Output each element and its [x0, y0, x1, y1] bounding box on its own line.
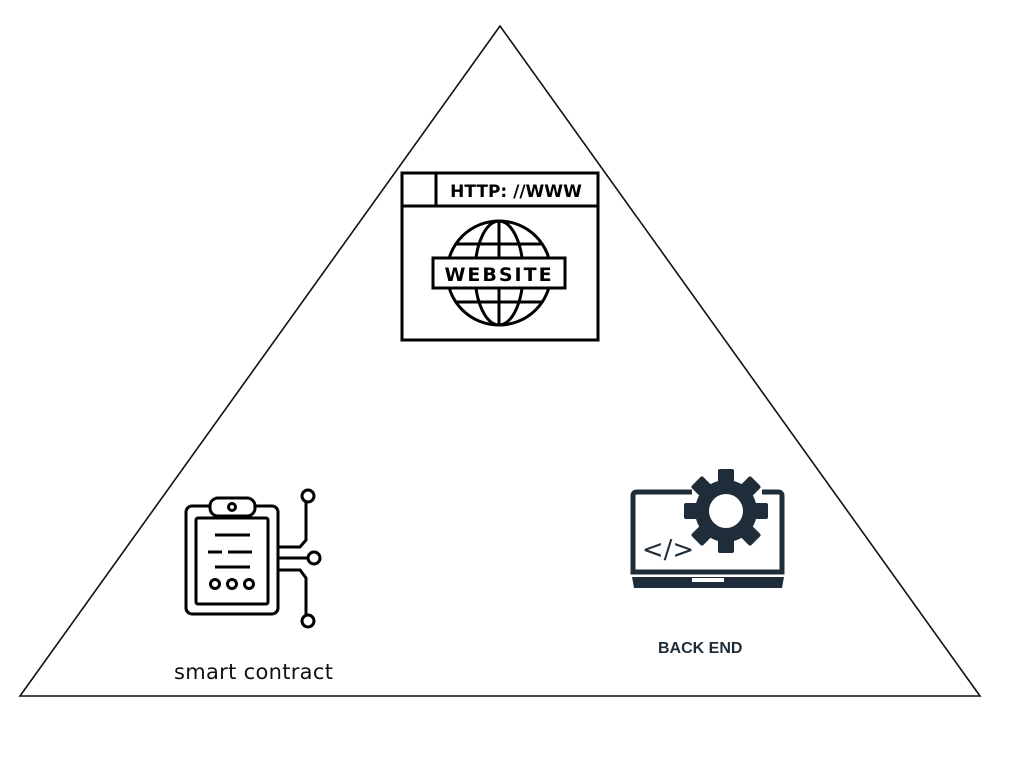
website-icon: HTTP: //WWW WEBSITE [400, 171, 600, 342]
code-symbol-icon: </> [642, 535, 694, 565]
website-banner-text: WEBSITE [444, 264, 553, 286]
clipboard-circuit-icon [184, 488, 322, 629]
laptop-gear-icon: </> [630, 469, 785, 588]
triangle-outline [18, 24, 982, 697]
back-end-label: BACK END [658, 640, 743, 657]
smart-contract-label: smart contract [174, 660, 334, 684]
website-url-text: HTTP: //WWW [450, 182, 582, 202]
gear-icon [684, 469, 768, 553]
